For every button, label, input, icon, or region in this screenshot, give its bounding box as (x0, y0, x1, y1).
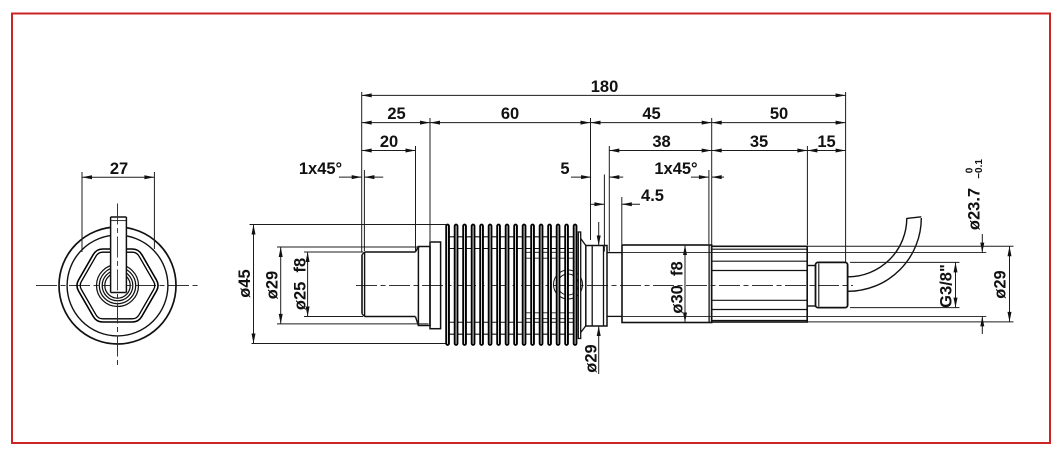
svg-text:180: 180 (591, 78, 619, 96)
svg-text:1x45°: 1x45° (299, 160, 342, 178)
svg-text:45: 45 (642, 105, 660, 123)
svg-text:ø30 f8: ø30 f8 (668, 261, 686, 313)
svg-text:ø29: ø29 (991, 270, 1009, 298)
svg-text:ø45: ø45 (236, 269, 254, 297)
svg-text:ø29: ø29 (582, 344, 600, 372)
svg-text:15: 15 (817, 133, 835, 151)
svg-text:ø29: ø29 (264, 271, 282, 299)
svg-text:60: 60 (501, 105, 519, 123)
svg-text:ø23.7: ø23.7 (966, 188, 984, 230)
svg-text:4.5: 4.5 (641, 187, 664, 205)
svg-text:−0.1: −0.1 (974, 159, 985, 179)
svg-text:5: 5 (560, 160, 569, 178)
svg-text:27: 27 (110, 160, 128, 178)
svg-text:0: 0 (965, 167, 976, 173)
svg-text:G3/8": G3/8" (937, 264, 955, 308)
svg-text:35: 35 (750, 133, 768, 151)
svg-text:1x45°: 1x45° (654, 160, 697, 178)
svg-text:50: 50 (770, 105, 788, 123)
svg-text:20: 20 (380, 133, 398, 151)
svg-text:25: 25 (387, 105, 405, 123)
svg-text:ø25 f8: ø25 f8 (291, 258, 309, 310)
svg-text:38: 38 (652, 133, 670, 151)
